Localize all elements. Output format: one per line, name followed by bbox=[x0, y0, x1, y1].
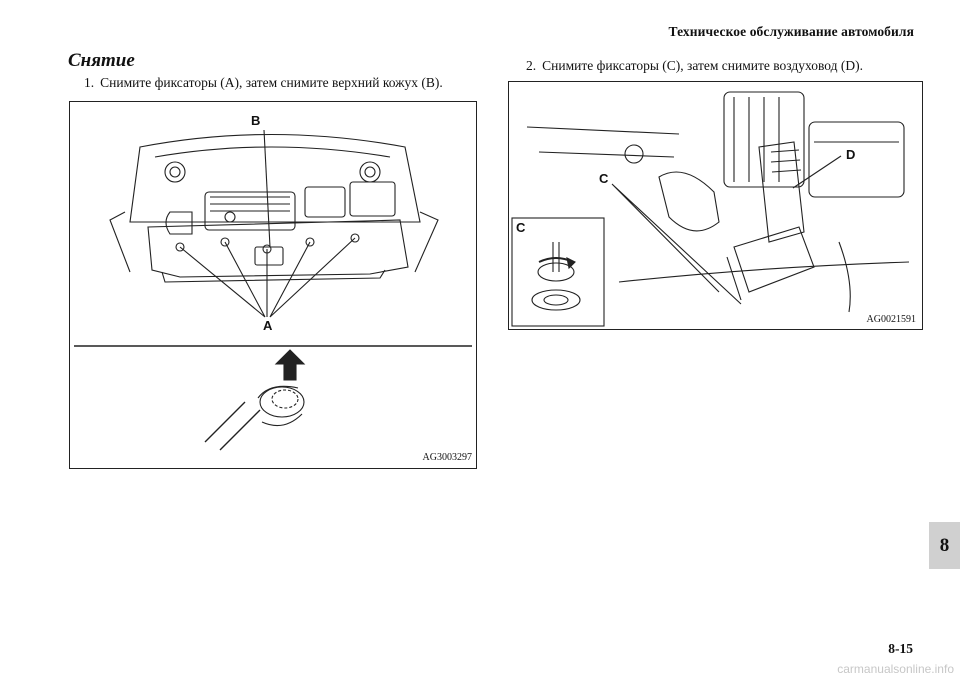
figure-code: AG0021591 bbox=[866, 314, 916, 325]
page-number: 8-15 bbox=[888, 641, 913, 656]
callout-label-c: C bbox=[599, 171, 609, 186]
callout-label-d: D bbox=[846, 147, 856, 162]
step-number: 2. bbox=[526, 58, 537, 73]
running-header: Техническое обслуживание автомобиля bbox=[668, 24, 914, 39]
figure-air-duct: D C C AG0021591 bbox=[508, 81, 923, 330]
figure-top-cover: B A AG3003297 bbox=[69, 101, 477, 469]
step-text: Снимите фиксаторы (C), затем снимите воз… bbox=[542, 58, 864, 73]
engine-cover-illustration bbox=[74, 129, 472, 451]
step-number: 1. bbox=[84, 75, 95, 90]
step-1: 1. Снимите фиксаторы (A), затем снимите в… bbox=[84, 75, 443, 91]
section-heading: Снятие bbox=[68, 50, 135, 71]
air-duct-illustration bbox=[511, 91, 910, 327]
step-text: Снимите фиксаторы (A), затем снимите вер… bbox=[100, 75, 443, 90]
callout-label-a: A bbox=[263, 318, 273, 333]
figure-code: AG3003297 bbox=[422, 452, 472, 463]
inset-label-c: C bbox=[516, 220, 526, 235]
watermark: carmanualsonline.info bbox=[837, 662, 954, 676]
chapter-tab: 8 bbox=[929, 522, 960, 569]
callout-label-b: B bbox=[251, 113, 261, 128]
step-2: 2. Снимите фиксаторы (C), затем снимите в… bbox=[526, 58, 863, 74]
